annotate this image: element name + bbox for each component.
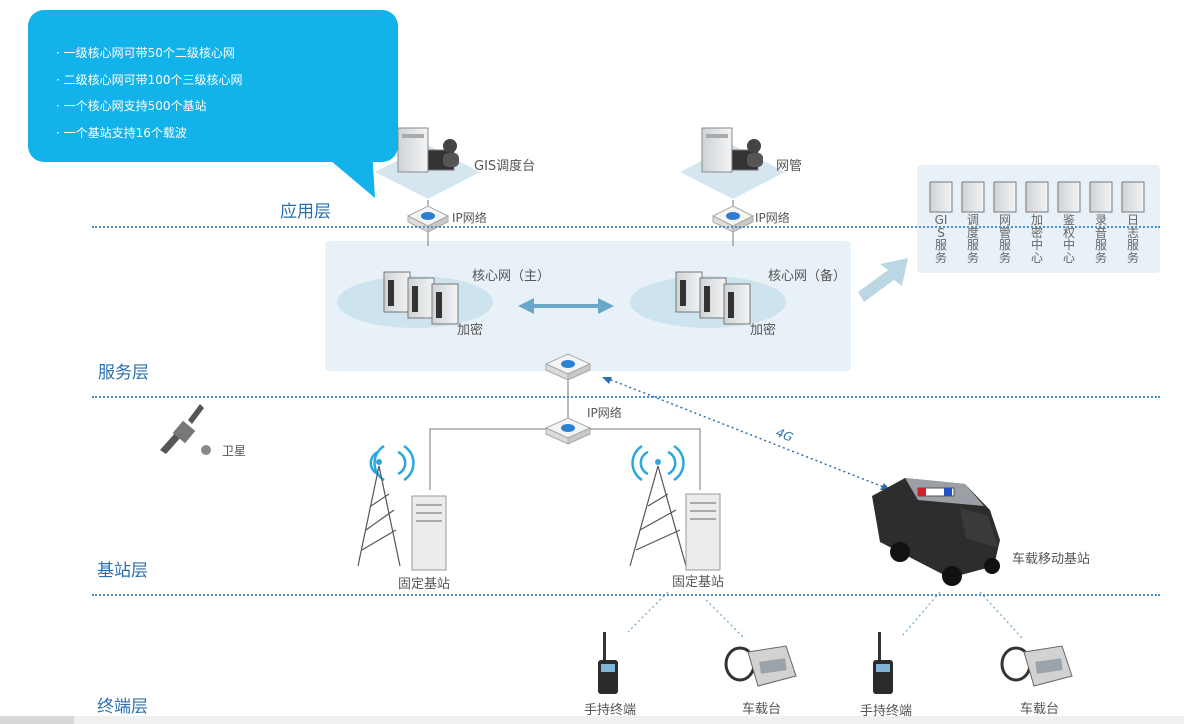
fixed-base-station-2-icon [629, 444, 721, 571]
vehicle-2-label: 车载台 [1020, 702, 1060, 717]
handheld-terminal-1-icon [598, 632, 618, 694]
router-icon [406, 205, 450, 233]
router-icon [544, 417, 592, 445]
net-mgmt-workstation-icon [701, 127, 763, 173]
callout-bubble [28, 10, 398, 198]
callout-line: · 一个核心网支持500个基站 [56, 99, 207, 113]
layer-divider-2 [92, 396, 1160, 398]
fixed-station-2-label: 固定基站 [672, 575, 725, 590]
service-log-label: 日志服务 [1126, 213, 1139, 265]
vehicle-terminal-2-icon [1000, 645, 1073, 687]
fixed-station-1-label: 固定基站 [398, 577, 451, 592]
router-icon [711, 205, 755, 233]
net-mgmt-label: 网管 [776, 159, 803, 174]
gis-console-workstation-icon [397, 127, 459, 173]
vehicle-1-label: 车载台 [742, 702, 782, 717]
bottom-strip [0, 716, 1184, 724]
core-backup-servers-icon [675, 271, 751, 325]
service-gis-label: GIS服务 [934, 213, 948, 265]
service-dispatch-label: 调度服务 [966, 213, 979, 265]
ip-network-base-label: IP网络 [587, 406, 622, 420]
callout-line: · 二级核心网可带100个三级核心网 [56, 72, 243, 87]
layer-label-service: 服务层 [98, 363, 149, 383]
bottom-strip-thumb [0, 716, 74, 724]
layer-divider-3 [92, 594, 1160, 596]
encrypt-backup-label: 加密 [750, 323, 777, 338]
layer-label-application: 应用层 [280, 202, 331, 222]
handheld-terminal-2-icon [873, 632, 893, 694]
service-servers-icon [929, 181, 1145, 213]
ip-network-right-label: IP网络 [755, 211, 790, 225]
callout-text: · 一级核心网可带50个二级核心网 · 二级核心网可带100个三级核心网 · 一… [56, 40, 243, 146]
services-arrow [858, 258, 908, 302]
handheld-2-label: 手持终端 [860, 704, 913, 719]
vehicle-terminal-1-icon [724, 645, 797, 687]
vehicle-base-station-icon [872, 478, 1000, 586]
service-recording-label: 录音服务 [1094, 213, 1107, 265]
encrypt-primary-label: 加密 [457, 323, 484, 338]
core-sync-arrow [518, 298, 614, 314]
layer-divider-1 [92, 226, 1160, 228]
callout-line: · 一个基站支持16个载波 [56, 125, 187, 140]
handheld-1-label: 手持终端 [584, 703, 637, 718]
core-primary-label: 核心网（主） [472, 269, 551, 284]
ip-network-left-label: IP网络 [452, 211, 487, 225]
fixed-base-station-1-icon [357, 444, 447, 571]
layer-label-terminal: 终端层 [97, 697, 148, 717]
core-primary-servers-icon [383, 271, 459, 325]
vehicle-station-label: 车载移动基站 [1012, 552, 1091, 567]
callout-line: · 一级核心网可带50个二级核心网 [56, 46, 235, 60]
satellite-label: 卫星 [222, 444, 247, 458]
layer-label-base-station: 基站层 [97, 561, 148, 581]
gis-console-label: GIS调度台 [474, 159, 536, 174]
router-icon [544, 353, 592, 381]
service-netmgmt-label: 网管服务 [998, 213, 1011, 265]
service-encrypt-center-label: 加密中心 [1030, 213, 1043, 265]
core-backup-label: 核心网（备） [768, 269, 847, 284]
service-auth-center-label: 鉴权中心 [1062, 213, 1075, 265]
satellite-icon [160, 404, 211, 455]
terminal-links [627, 591, 1023, 639]
